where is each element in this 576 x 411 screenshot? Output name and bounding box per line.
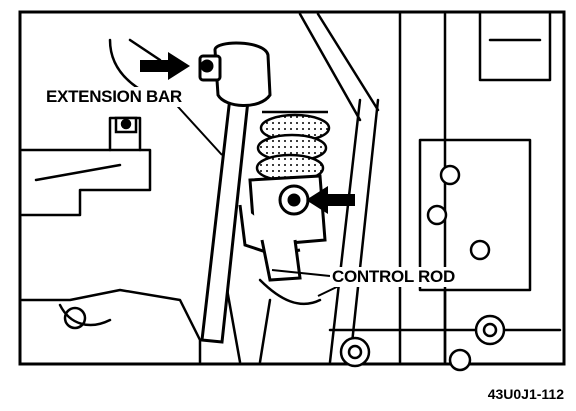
control-rod-label: CONTROL ROD [330,267,457,287]
mounting-bolts [339,164,506,372]
figure-code: 43U0J1-112 [487,386,564,402]
extension-bar-part [198,41,272,344]
control-rod-part [238,174,327,282]
bracket-bolt [114,116,138,134]
spring-coil [255,110,331,183]
right-arrow-icon [140,52,190,80]
background-structure [20,12,562,364]
left-arrow-icon [306,186,355,214]
extension-bar-label: EXTENSION BAR [44,87,184,107]
